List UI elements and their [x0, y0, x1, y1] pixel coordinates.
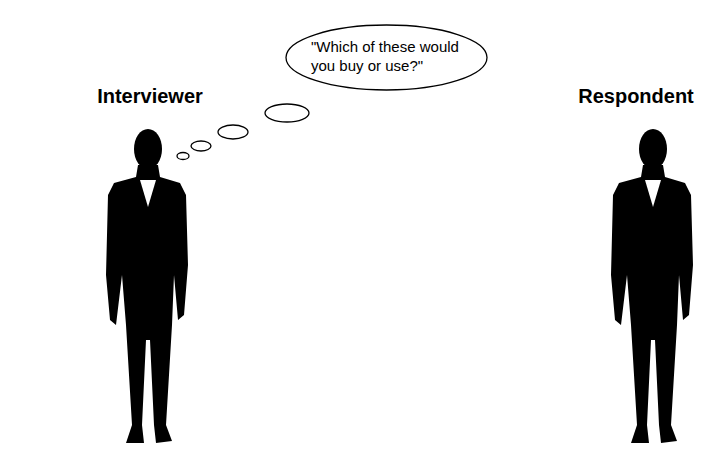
- thought-bubble-small: [218, 125, 248, 139]
- person-silhouette: [106, 129, 188, 443]
- role-label: Interviewer: [97, 85, 203, 108]
- bubble-ellipse: [286, 25, 487, 90]
- person-silhouette: [611, 129, 693, 443]
- thought-bubble-small: [191, 141, 211, 151]
- bubble-text: "Which of these would you buy or use?": [311, 38, 461, 76]
- thought-bubble: "Which of these would you buy or use?": [285, 24, 488, 91]
- thought-trail: [177, 104, 309, 160]
- role-label: Respondent: [578, 85, 694, 108]
- thought-bubble-small: [265, 104, 309, 122]
- thought-bubble-small: [177, 153, 189, 160]
